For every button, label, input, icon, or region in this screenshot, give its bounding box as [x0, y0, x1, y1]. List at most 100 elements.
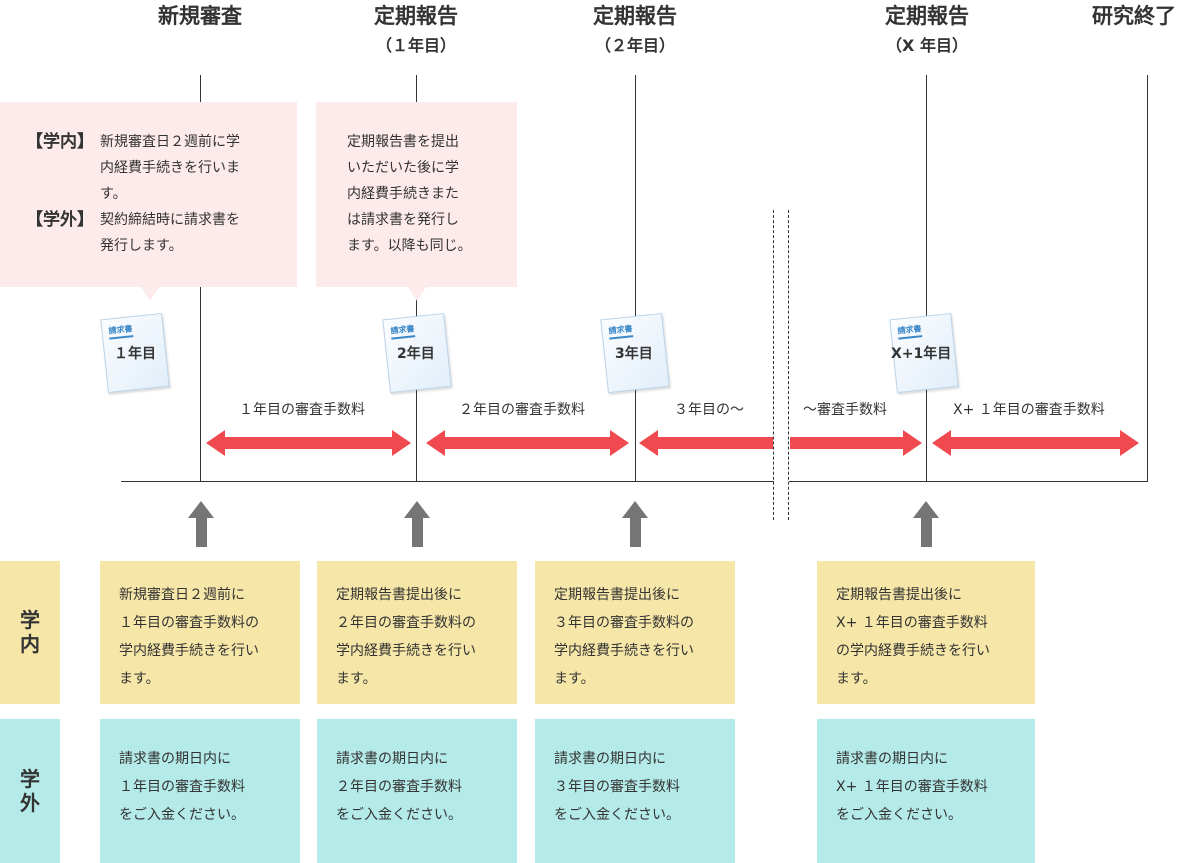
fee-label-yearx1: X+ １年目の審査手数料: [953, 402, 1105, 418]
cell-line: 請求書の期日内に: [554, 751, 666, 767]
cell-line: の学内経費手続きを行い: [836, 643, 990, 659]
cell-line: 新規審査日２週前に: [119, 587, 245, 603]
period-arrow-yearx1: [932, 430, 1139, 456]
external-cell-new-review: 請求書の期日内に １年目の審査手数料 をご入金ください。: [100, 719, 300, 863]
timeline-axis-right: [789, 481, 1148, 482]
external-cell-year1: 請求書の期日内に ２年目の審査手数料 をご入金ください。: [317, 719, 517, 863]
milestone-title: 定期報告: [374, 4, 458, 28]
period-arrow-year1: [206, 430, 411, 456]
period-arrow-year3-end: [790, 430, 922, 456]
milestone-subtitle: （２年目）: [594, 36, 675, 55]
up-arrow-icon: [188, 501, 214, 518]
cell-line: ２年目の審査手数料: [336, 779, 462, 795]
cell-line: 請求書の期日内に: [119, 751, 231, 767]
external-cell-yearx: 請求書の期日内に X+ １年目の審査手数料 をご入金ください。: [817, 719, 1035, 863]
cell-line: ます。: [336, 671, 377, 687]
note-tag-internal: 【学内】: [26, 132, 94, 152]
note-tag-external: 【学外】: [26, 210, 94, 230]
gap-divider-left: [773, 210, 774, 520]
fee-label-year1: １年目の審査手数料: [239, 402, 365, 418]
milestone-report-year2: 定期報告 （２年目）: [575, 3, 695, 57]
row-label-char: 学: [20, 608, 40, 632]
row-label-char: 内: [20, 632, 40, 656]
note-line: 新規審査日２週前に学: [100, 134, 240, 150]
milestone-study-end: 研究終了: [1092, 3, 1199, 29]
cell-line: ３年目の審査手数料: [554, 779, 680, 795]
note-bubble-new-review: 【学内】 新規審査日２週前に学 内経費手続きを行いま す。 【学外】 契約締結時…: [0, 102, 297, 287]
period-arrow-year2: [426, 430, 629, 456]
up-arrow-icon: [913, 501, 939, 518]
note-line: ます。以降も同じ。: [347, 238, 472, 254]
note-bubble-report: 定期報告書を提出 いただいた後に学 内経費手続きまた は請求書を発行し ます。以…: [316, 102, 517, 287]
cell-line: ます。: [836, 671, 877, 687]
note-internal: 【学内】 新規審査日２週前に学 内経費手続きを行いま す。: [26, 129, 286, 207]
cell-line: をご入金ください。: [554, 807, 680, 823]
internal-cell-year2: 定期報告書提出後に ３年目の審査手数料の 学内経費手続きを行い ます。: [535, 561, 735, 704]
internal-cell-year1: 定期報告書提出後に ２年目の審査手数料の 学内経費手続きを行い ます。: [317, 561, 517, 704]
fee-label-year2: ２年目の審査手数料: [459, 402, 585, 418]
up-arrow-stem: [921, 518, 932, 547]
note-text-external: 契約締結時に請求書を 発行します。: [100, 207, 240, 259]
note-line: 内経費手続きまた: [347, 186, 459, 202]
cell-line: １年目の審査手数料: [119, 779, 245, 795]
timeline-axis-left: [121, 481, 774, 482]
note-text-internal: 新規審査日２週前に学 内経費手続きを行いま す。: [100, 129, 240, 207]
invoice-label: 3年目: [615, 346, 653, 362]
cell-line: 定期報告書提出後に: [836, 587, 962, 603]
note-external: 【学外】 契約締結時に請求書を 発行します。: [26, 207, 286, 259]
gap-divider-right: [788, 210, 789, 520]
milestone-title: 新規審査: [158, 4, 242, 28]
cell-line: 定期報告書提出後に: [336, 587, 462, 603]
internal-cell-new-review: 新規審査日２週前に １年目の審査手数料の 学内経費手続きを行い ます。: [100, 561, 300, 704]
row-label-external: 学 外: [0, 719, 60, 863]
cell-line: ます。: [119, 671, 160, 687]
up-arrow-stem: [196, 518, 207, 547]
milestone-title: 定期報告: [593, 4, 677, 28]
milestone-title: 研究終了: [1092, 4, 1176, 28]
milestone-line-yearx: [926, 75, 927, 481]
cell-line: １年目の審査手数料の: [119, 615, 259, 631]
milestone-line-year2: [635, 75, 636, 481]
milestone-new-review: 新規審査: [140, 3, 260, 29]
cell-line: ます。: [554, 671, 595, 687]
internal-cell-yearx: 定期報告書提出後に X+ １年目の審査手数料 の学内経費手続きを行い ます。: [817, 561, 1035, 704]
cell-line: 学内経費手続きを行い: [554, 643, 694, 659]
cell-line: 学内経費手続きを行い: [336, 643, 476, 659]
cell-line: 請求書の期日内に: [836, 751, 948, 767]
cell-line: ２年目の審査手数料の: [336, 615, 476, 631]
note-line: 契約締結時に請求書を: [100, 212, 240, 228]
invoice-label: X+1年目: [891, 346, 952, 362]
cell-line: X+ １年目の審査手数料: [836, 779, 988, 795]
note-bubble-tail: [141, 287, 159, 301]
note-text-report: 定期報告書を提出 いただいた後に学 内経費手続きまた は請求書を発行し ます。以…: [347, 129, 472, 259]
cell-line: 請求書の期日内に: [336, 751, 448, 767]
note-line: 発行します。: [100, 238, 183, 254]
note-content: 【学内】 新規審査日２週前に学 内経費手続きを行いま す。 【学外】 契約締結時…: [26, 129, 286, 259]
note-line: 内経費手続きを行いま: [100, 160, 240, 176]
milestone-report-yearx: 定期報告 （X 年目）: [867, 3, 987, 57]
fee-label-year3: ３年目の〜: [674, 402, 744, 418]
external-cell-year2: 請求書の期日内に ３年目の審査手数料 をご入金ください。: [535, 719, 735, 863]
note-line: す。: [100, 186, 127, 202]
cell-line: X+ １年目の審査手数料: [836, 615, 988, 631]
period-arrow-year3-start: [639, 430, 773, 456]
up-arrow-stem: [630, 518, 641, 547]
up-arrow-stem: [412, 518, 423, 547]
cell-line: 定期報告書提出後に: [554, 587, 680, 603]
milestone-subtitle: （１年目）: [375, 36, 456, 55]
cell-line: 学内経費手続きを行い: [119, 643, 259, 659]
note-line: 定期報告書を提出: [347, 134, 459, 150]
invoice-label: １年目: [114, 346, 156, 362]
up-arrow-icon: [622, 501, 648, 518]
invoice-label: 2年目: [397, 346, 435, 362]
cell-line: をご入金ください。: [836, 807, 962, 823]
milestone-report-year1: 定期報告 （１年目）: [356, 3, 476, 57]
row-label-internal: 学 内: [0, 561, 60, 704]
note-line: は請求書を発行し: [347, 212, 459, 228]
row-label-text: 学 外: [0, 767, 60, 815]
row-label-char: 学: [20, 767, 40, 791]
up-arrow-icon: [404, 501, 430, 518]
row-label-char: 外: [20, 791, 40, 815]
note-line: いただいた後に学: [347, 160, 459, 176]
